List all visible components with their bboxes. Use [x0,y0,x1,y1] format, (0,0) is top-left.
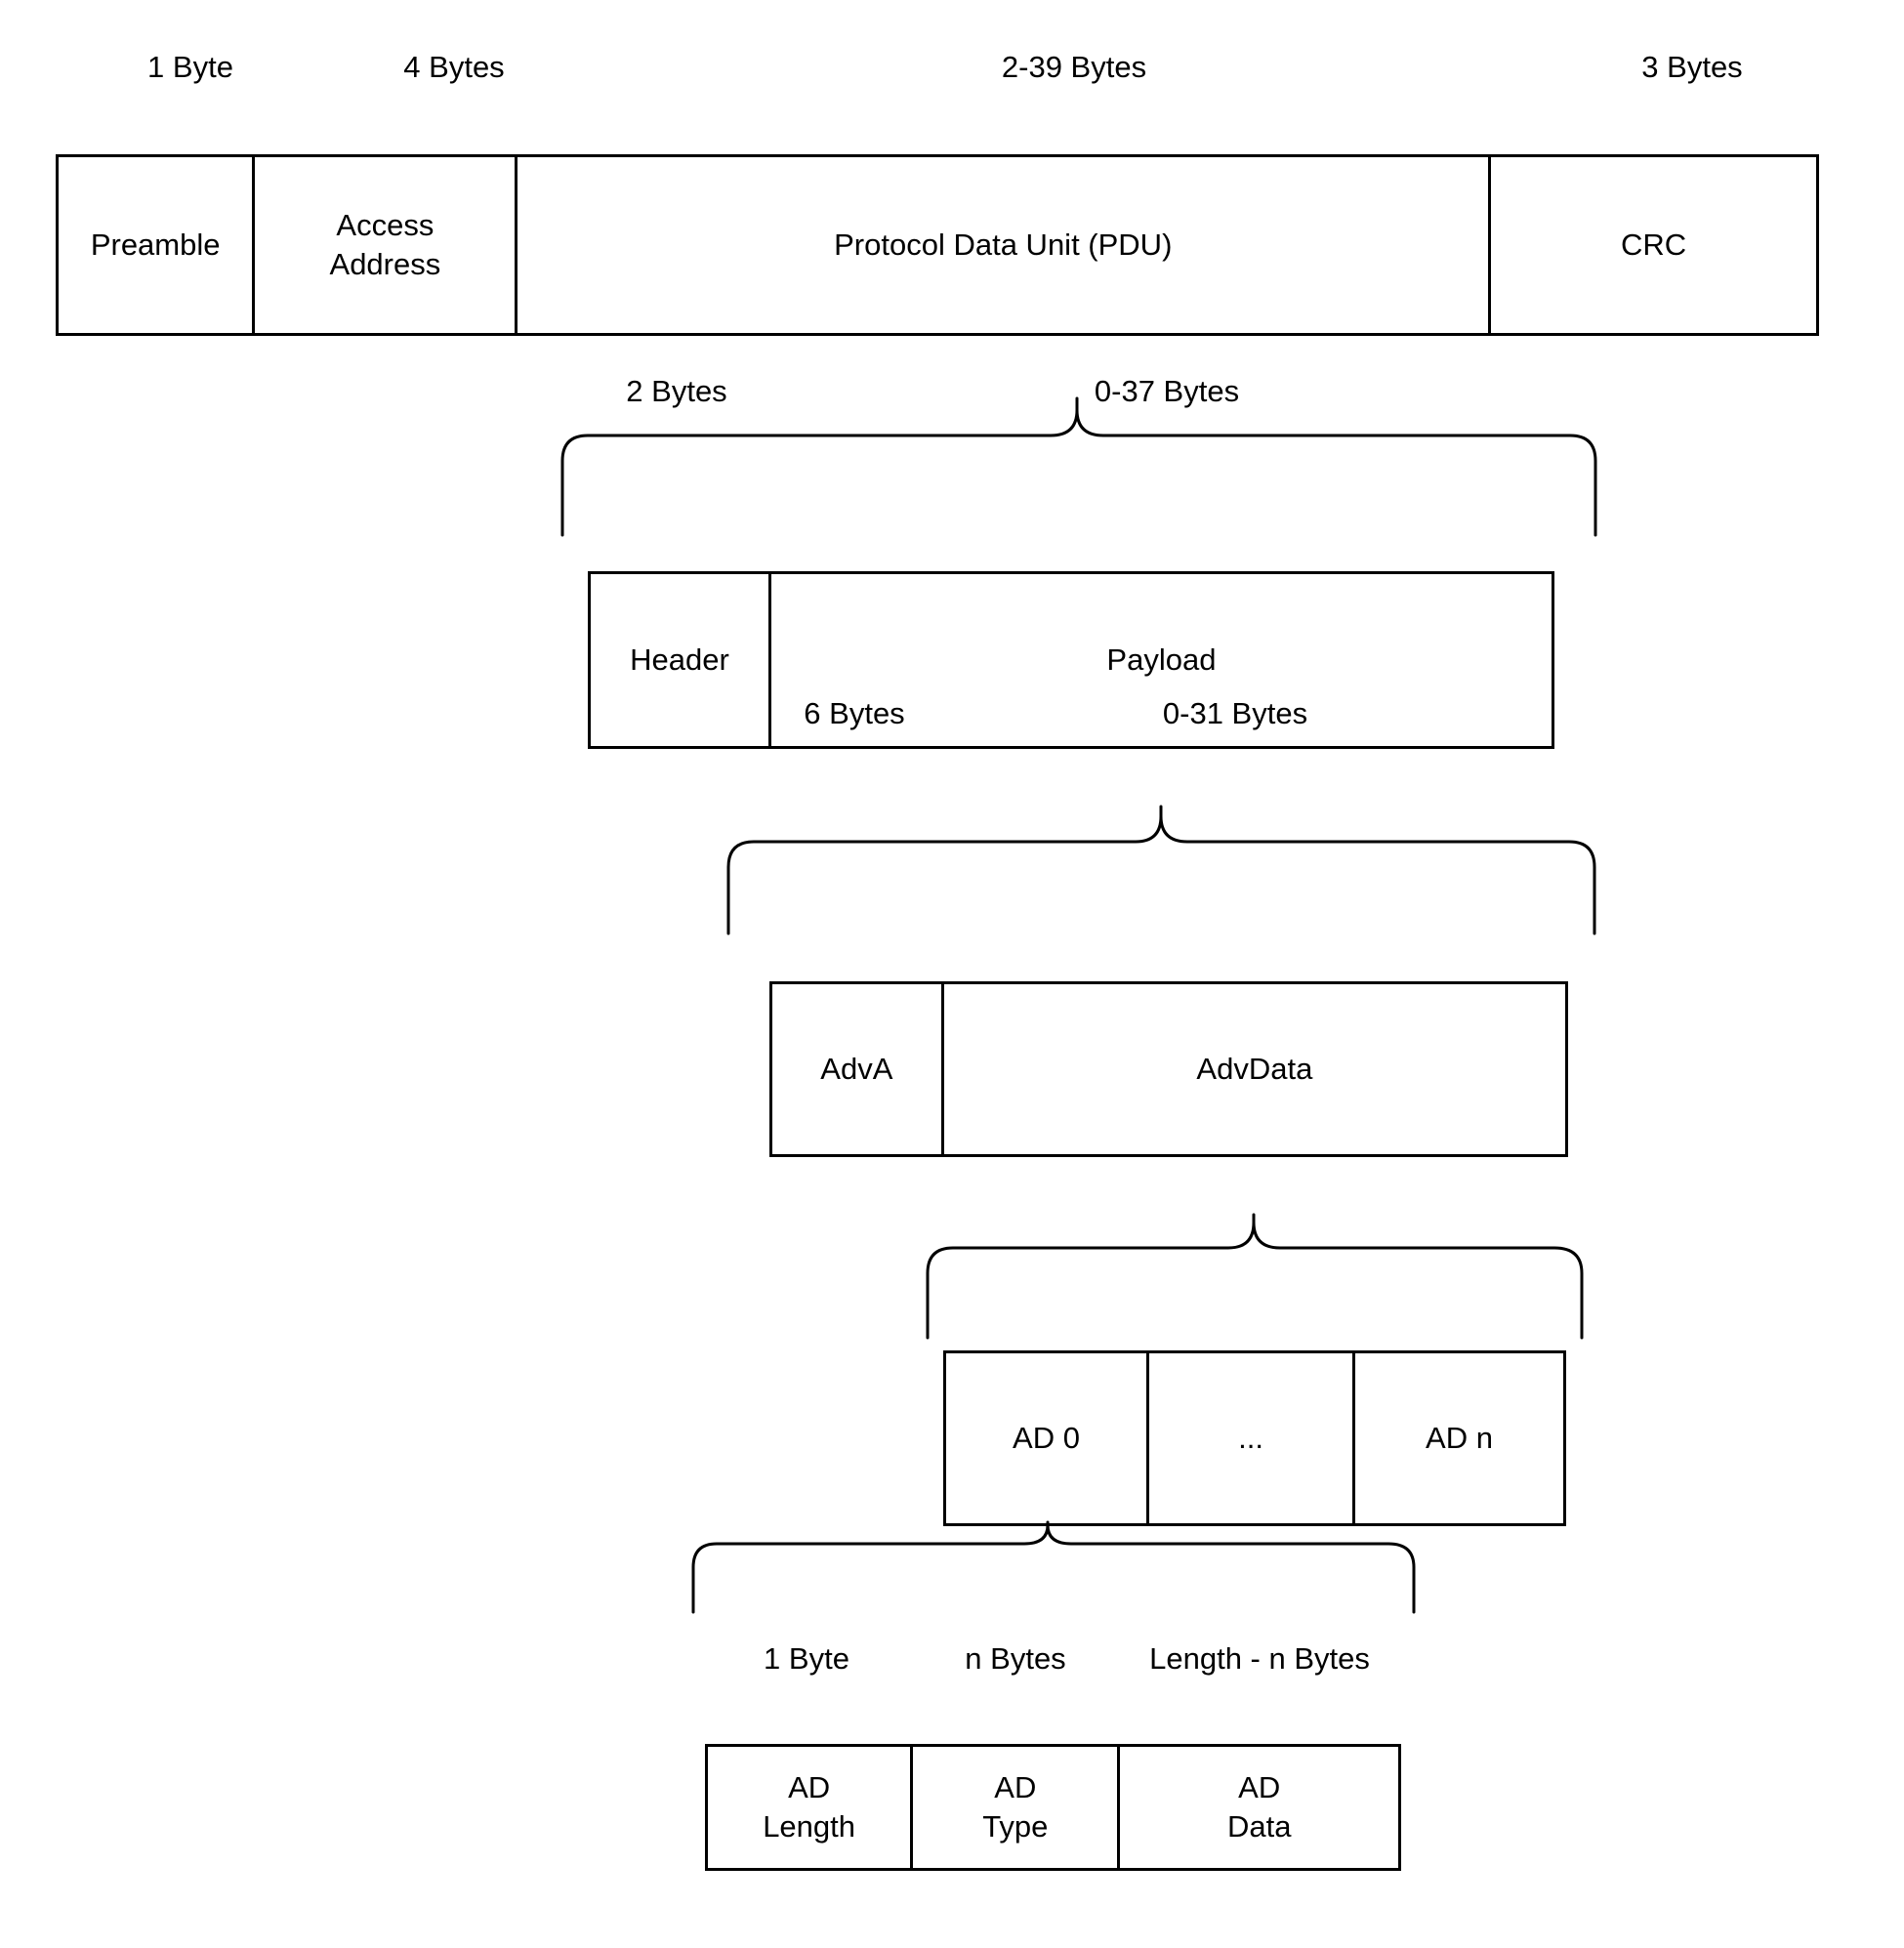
size-label-ad-data: Length - n Bytes [1149,1641,1370,1676]
field-access-address[interactable]: Access Address [255,157,518,333]
brace-payload-expand [726,805,1596,935]
brace-advdata-expand [926,1213,1584,1340]
size-label-pdu: 2-39 Bytes [1001,50,1147,84]
field-preamble[interactable]: Preamble [59,157,256,333]
size-label-preamble: 1 Byte [147,50,233,84]
field-ad-0[interactable]: AD 0 [946,1353,1150,1523]
field-ad-n[interactable]: AD n [1355,1353,1563,1523]
brace-ad-expand [691,1520,1416,1614]
field-header[interactable]: Header [591,574,771,746]
size-label-ad-length: 1 Byte [764,1641,849,1676]
link-layer-packet-row: Preamble Access Address Protocol Data Un… [56,154,1819,336]
brace-pdu-expand [560,396,1597,537]
size-label-advdata: 0-31 Bytes [1162,696,1308,730]
size-label-header: 2 Bytes [626,374,727,408]
size-label-payload: 0-37 Bytes [1094,374,1240,408]
size-label-ad-type: n Bytes [965,1641,1066,1676]
size-label-adva: 6 Bytes [804,696,905,730]
field-ad-data[interactable]: AD Data [1120,1747,1398,1868]
size-label-access-address: 4 Bytes [403,50,505,84]
field-ad-ellipsis[interactable]: ... [1149,1353,1356,1523]
field-ad-type[interactable]: AD Type [913,1747,1121,1868]
field-advdata[interactable]: AdvData [943,984,1565,1154]
ad-structure-row: AD Length AD Type AD Data [705,1744,1401,1871]
payload-row: AdvA AdvData [769,981,1568,1157]
field-payload[interactable]: Payload [770,574,1552,746]
size-label-crc: 3 Bytes [1641,50,1743,84]
field-pdu[interactable]: Protocol Data Unit (PDU) [517,157,1492,333]
field-adva[interactable]: AdvA [772,984,944,1154]
field-crc[interactable]: CRC [1491,157,1816,333]
field-ad-length[interactable]: AD Length [708,1747,914,1868]
advdata-row: AD 0 ... AD n [943,1350,1566,1526]
pdu-row: Header Payload [588,571,1554,749]
